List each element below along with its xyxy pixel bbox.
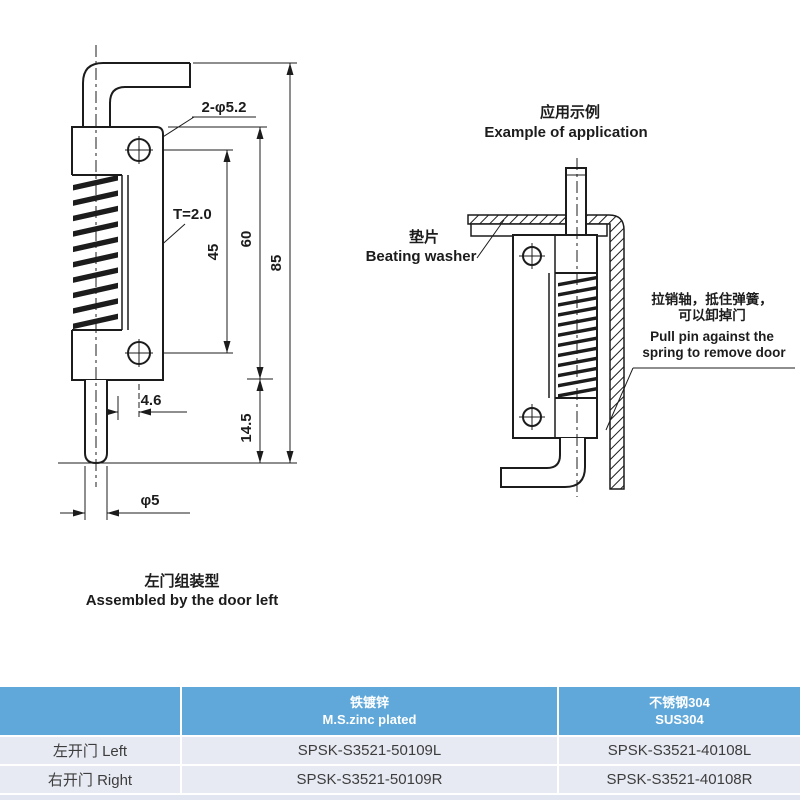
right-drawing: 应用示例 Example of application 垫片 Beating w… <box>366 103 795 497</box>
dim-85: 85 <box>268 255 285 272</box>
bottom-strip <box>0 795 800 800</box>
pin-top <box>565 167 587 236</box>
centerlines-right <box>519 158 578 497</box>
latch-assembly <box>500 167 598 488</box>
row-right-zinc-part: SPSK-S3521-50109R <box>182 766 557 793</box>
header-sus-en: SUS304 <box>655 712 704 727</box>
note-en-2: spring to remove door <box>642 345 786 360</box>
handle <box>82 62 191 127</box>
note-en-1: Pull pin against the <box>650 329 774 344</box>
row-left-label: 左开门 Left <box>0 737 180 764</box>
header-sus: 不锈钢304 SUS304 <box>559 687 800 735</box>
header-empty <box>0 687 180 735</box>
leader-lines <box>476 219 795 431</box>
dim-60: 60 <box>238 231 255 248</box>
row-left-sus-part: SPSK-S3521-40108L <box>559 737 800 764</box>
right-title-cn: 应用示例 <box>540 103 600 121</box>
dim-phi5: φ5 <box>140 492 159 509</box>
dim-holes: 2-φ5.2 <box>202 99 247 116</box>
dim-45: 45 <box>205 244 222 261</box>
header-zinc-cn: 铁镀锌 <box>349 695 389 710</box>
header-sus-cn: 不锈钢304 <box>649 695 710 710</box>
left-caption-en: Assembled by the door left <box>86 592 279 609</box>
door-angle-hatched <box>467 214 625 490</box>
left-caption-cn: 左门组装型 <box>143 572 219 590</box>
centerlines <box>95 45 153 487</box>
row-right-sus-part: SPSK-S3521-40108R <box>559 766 800 793</box>
washer-label-en: Beating washer <box>366 248 477 265</box>
dim-14-5: 14.5 <box>238 413 255 442</box>
dim-4-6: 4.6 <box>141 392 162 409</box>
header-zinc-en: M.S.zinc plated <box>322 712 417 727</box>
handle-bottom <box>500 438 586 488</box>
note-cn-1: 拉销轴，抵住弹簧， <box>651 291 773 307</box>
right-title-en: Example of application <box>484 124 647 141</box>
header-zinc: 铁镀锌 M.S.zinc plated <box>182 687 557 735</box>
note-cn-2: 可以卸掉门 <box>678 307 746 323</box>
left-drawing: 2-φ5.2 T=2.0 45 60 85 14.5 4.6 φ5 左门组装型 … <box>58 45 297 609</box>
row-left-zinc-part: SPSK-S3521-50109L <box>182 737 557 764</box>
row-right-label: 右开门 Right <box>0 766 180 793</box>
dim-thickness: T=2.0 <box>173 206 212 223</box>
technical-drawing: 2-φ5.2 T=2.0 45 60 85 14.5 4.6 φ5 左门组装型 … <box>58 45 795 609</box>
product-table: 铁镀锌 M.S.zinc plated 不锈钢304 SUS304 左开门 Le… <box>0 687 800 793</box>
washer-label-cn: 垫片 <box>409 228 439 246</box>
